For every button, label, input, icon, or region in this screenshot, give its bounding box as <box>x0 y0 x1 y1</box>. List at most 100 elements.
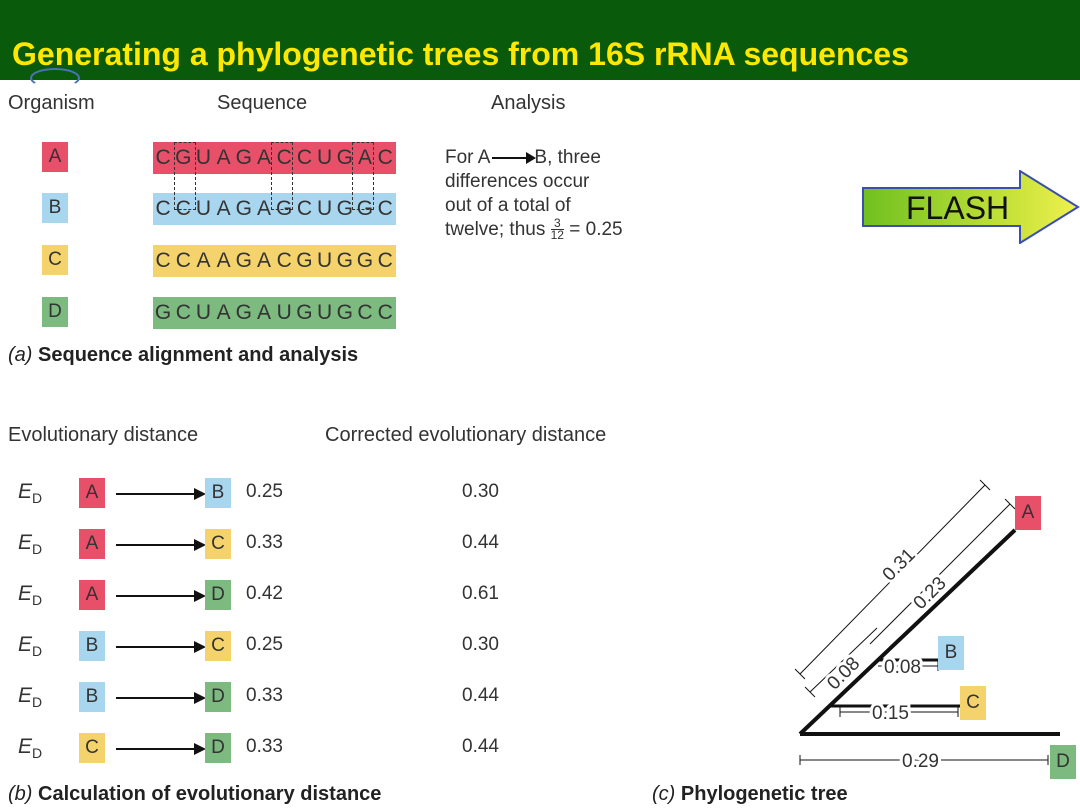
caption-c: (c) Phylogenetic tree <box>652 783 848 805</box>
label-0-23: 0.23 <box>910 573 951 614</box>
label-0-08-stem: 0.08 <box>823 653 864 694</box>
nucleotide: G <box>235 249 253 272</box>
flash-arrow-button[interactable] <box>862 170 1080 244</box>
logo-icon <box>30 68 80 88</box>
ed-symbol: ED <box>18 633 43 660</box>
nucleotide: C <box>357 301 373 324</box>
label-0-31: 0.31 <box>879 545 920 586</box>
label-0-29: 0.29 <box>902 751 939 772</box>
nucleotide: G <box>175 146 192 169</box>
from-organism-box: A <box>79 580 105 610</box>
nucleotide: U <box>317 301 333 324</box>
nucleotide: C <box>175 301 191 324</box>
nucleotide: U <box>195 197 212 220</box>
label-0-08-b: 0.08 <box>884 657 921 678</box>
nucleotide: U <box>317 197 333 220</box>
nucleotide: A <box>257 146 272 169</box>
organism-box-c: C <box>42 245 68 275</box>
ed-symbol: ED <box>18 735 43 762</box>
to-organism-box: D <box>205 682 231 712</box>
arrow-icon <box>116 488 206 500</box>
to-organism-box: C <box>205 529 231 559</box>
nucleotide: C <box>276 249 292 272</box>
from-organism-box: B <box>79 631 105 661</box>
analysis-arrow-icon <box>492 151 537 164</box>
nucleotide: G <box>356 197 374 220</box>
nucleotide: C <box>155 249 171 272</box>
nucleotide: C <box>296 146 312 169</box>
to-organism-box: B <box>205 478 231 508</box>
distance-value: 0.42 <box>246 583 283 604</box>
corrected-distance-value: 0.44 <box>462 532 499 553</box>
branch-a <box>798 528 1017 736</box>
distance-value: 0.33 <box>246 532 283 553</box>
scale-bar-outer <box>799 484 986 675</box>
from-organism-box: A <box>79 529 105 559</box>
nucleotide: C <box>296 197 312 220</box>
nucleotide: C <box>377 197 393 220</box>
nucleotide: G <box>336 146 353 169</box>
analysis-header: Analysis <box>491 92 566 114</box>
nucleotide: G <box>336 249 353 272</box>
distance-value: 0.33 <box>246 736 283 757</box>
nucleotide: C <box>377 146 393 169</box>
nucleotide: U <box>276 301 292 324</box>
nucleotide: C <box>175 197 191 220</box>
ed-symbol: ED <box>18 531 43 558</box>
nucleotide: G <box>336 197 353 220</box>
organism-box-d: D <box>42 297 68 327</box>
leaf-a: A <box>1015 496 1041 530</box>
nucleotide: U <box>195 146 212 169</box>
organism-box-b: B <box>42 193 68 223</box>
from-organism-box: A <box>79 478 105 508</box>
corrected-distance-header: Corrected evolutionary distance <box>325 424 607 446</box>
caption-a: (a) Sequence alignment and analysis <box>8 344 359 366</box>
nucleotide: G <box>276 197 293 220</box>
corrected-distance-value: 0.30 <box>462 634 499 655</box>
page-title: Generating a phylogenetic trees from 16S… <box>12 36 909 72</box>
nucleotide: A <box>196 249 211 272</box>
to-organism-box: D <box>205 733 231 763</box>
arrow-icon <box>116 692 206 704</box>
arrow-icon <box>116 539 206 551</box>
nucleotide: C <box>155 197 171 220</box>
evolutionary-distance-header: Evolutionary distance <box>8 424 199 446</box>
distance-value: 0.25 <box>246 634 283 655</box>
ed-symbol: ED <box>18 684 43 711</box>
nucleotide: C <box>377 249 393 272</box>
nucleotide: C <box>175 249 191 272</box>
nucleotide: A <box>216 301 231 324</box>
nucleotide: G <box>336 301 353 324</box>
difference-marker <box>174 142 196 210</box>
leaf-c: C <box>960 686 986 720</box>
phylogenetic-tree: 0.31 0.23 0.08 0.08 0.15 0.29 <box>794 479 1060 775</box>
nucleotide: G <box>296 249 313 272</box>
distance-value: 0.33 <box>246 685 283 706</box>
arrow-icon <box>116 590 206 602</box>
arrow-icon <box>116 641 206 653</box>
arrow-icon <box>116 743 206 755</box>
nucleotide: G <box>235 197 253 220</box>
nucleotide: A <box>216 249 231 272</box>
nucleotide: G <box>235 301 253 324</box>
difference-marker <box>352 142 374 210</box>
corrected-distance-value: 0.61 <box>462 583 499 604</box>
title-bar <box>0 0 1080 80</box>
ed-symbol: ED <box>18 480 43 507</box>
corrected-distance-value: 0.44 <box>462 685 499 706</box>
label-0-15: 0.15 <box>872 703 909 724</box>
nucleotide: G <box>235 146 253 169</box>
to-organism-box: D <box>205 580 231 610</box>
nucleotide: A <box>216 146 231 169</box>
nucleotide: A <box>216 197 231 220</box>
caption-b: (b) Calculation of evolutionary distance <box>8 783 382 805</box>
nucleotide: A <box>257 301 272 324</box>
difference-marker <box>271 142 293 210</box>
corrected-distance-value: 0.30 <box>462 481 499 502</box>
nucleotide: C <box>377 301 393 324</box>
sequence-header: Sequence <box>217 92 308 114</box>
